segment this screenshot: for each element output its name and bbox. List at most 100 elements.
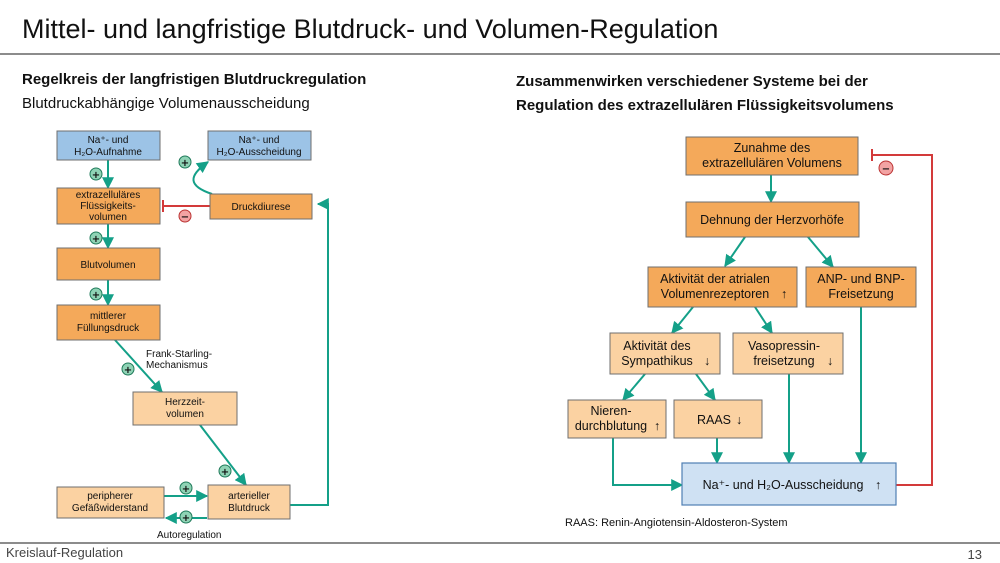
flow-filling-to-cardiac [114,339,163,393]
svg-text:+: + [92,290,100,301]
text-peripheral-resistance-1: peripherer [87,491,133,502]
plus-sign-3: + [89,231,103,245]
box-na-intake [56,130,161,161]
text-na-excretion-1: Na⁺- und [239,135,280,146]
text-raas: RAAS [697,413,731,427]
title-divider [0,53,1000,55]
arrow-up-excretion: ↑ [875,478,881,492]
svg-text:−: − [882,164,890,175]
text-vasopressin-2: freisetzung [753,354,814,368]
plus-sign-8: + [179,510,193,524]
text-autoregulation: Autoregulation [157,530,222,541]
left-heading: Regelkreis der langfristigen Blutdruckre… [22,71,367,88]
footer-divider [0,542,1000,544]
box-ecv [56,187,161,225]
flow-cardiac-to-pressure [199,424,247,486]
svg-text:+: + [182,484,190,495]
box-filling-pressure [56,304,161,341]
box-na-excretion-right [681,462,897,506]
plus-sign-1: + [89,167,103,181]
text-ecv-increase-2: extrazellulären Volumens [702,156,842,170]
text-cardiac-output-1: Herzzeit- [165,397,205,408]
text-blood-volume: Blutvolumen [80,260,135,271]
svg-text:+: + [92,234,100,245]
text-ecv-3: volumen [89,212,127,223]
arrow-up-renal-flow: ↑ [654,419,660,433]
text-atrial-receptors-1: Aktivität der atrialen [660,272,770,286]
box-raas [673,399,763,439]
flow-pressure-to-diuresis [290,198,329,506]
text-na-excretion-2: H₂O-Ausscheidung [216,147,301,158]
text-renal-flow-2: durchblutung [575,419,647,433]
right-regulation-diagram: Zunahme des extrazellulären Volumens Deh… [567,136,933,506]
text-na-excretion-right: Na⁺- und H₂O-Ausscheidung [703,478,864,492]
footer-label: Kreislauf-Regulation [6,545,124,560]
plus-sign-2: + [178,155,192,169]
text-ecv-2: Flüssigkeits- [80,201,136,212]
arrow-down-sympathicus: ↓ [704,354,710,368]
box-atria-stretch [685,201,860,238]
text-frank-starling-1: Frank-Starling- [146,349,212,360]
plus-sign-4: + [89,287,103,301]
svg-text:+: + [92,170,100,181]
minus-sign-right: − [878,160,894,176]
text-anp-bnp-1: ANP- und BNP- [817,272,905,286]
box-ecv-increase [685,136,859,176]
left-subheading: Blutdruckabhängige Volumenausscheidung [22,95,310,112]
svg-text:−: − [181,212,189,223]
left-regulation-diagram: Na⁺- und H₂O-Aufnahme Na⁺- und H₂O-Aussc… [56,130,329,541]
text-atrial-receptors-2: Volumenrezeptoren [661,287,769,301]
text-cardiac-output-2: volumen [166,409,204,420]
text-renal-flow-1: Nieren- [591,404,632,418]
arrow-down-raas: ↓ [736,413,742,427]
right-heading-line1: Zusammenwirken verschiedener Systeme bei… [516,73,868,90]
flow-sympathicus-to-renalflow [622,373,646,401]
text-filling-pressure-1: mittlerer [90,311,127,322]
inhibit-excretion-to-ecv [872,154,933,486]
box-sympathicus [609,332,721,375]
box-atrial-receptors [647,266,798,308]
plus-sign-5: + [121,362,135,376]
svg-text:+: + [221,467,229,478]
page-number: 13 [967,547,982,562]
arrow-up-receptors: ↑ [781,287,787,301]
text-frank-starling-2: Mechanismus [146,360,208,371]
flow-stretch-to-anp [807,236,834,268]
text-na-intake-1: Na⁺- und [88,135,129,146]
text-arterial-pressure-1: arterieller [228,491,270,502]
box-arterial-pressure [207,484,291,520]
text-vasopressin-1: Vasopressin- [748,339,820,353]
text-atria-stretch: Dehnung der Herzvorhöfe [700,213,844,227]
plus-sign-7: + [179,481,193,495]
box-anp-bnp [805,266,917,308]
box-na-excretion [207,130,312,161]
flow-receptors-to-vasopressin [754,306,773,335]
text-ecv-increase-1: Zunahme des [734,141,810,155]
text-filling-pressure-2: Füllungsdruck [77,323,140,334]
minus-sign-left: − [178,209,192,223]
flow-stretch-to-receptors [724,236,746,267]
box-blood-volume [56,247,161,281]
flow-sympathicus-to-raas [695,373,716,401]
box-vasopressin [732,332,844,375]
text-sympathicus-1: Aktivität des [623,339,690,353]
text-arterial-pressure-2: Blutdruck [228,503,271,514]
flow-receptors-to-sympathicus [671,306,694,334]
flow-renalflow-to-excretion [612,438,684,491]
svg-text:+: + [124,365,132,376]
box-renal-flow [567,399,667,439]
text-ecv-1: extrazelluläres [76,190,140,201]
svg-text:+: + [181,158,189,169]
svg-text:+: + [182,513,190,524]
box-cardiac-output [132,391,238,426]
box-pressure-diuresis [209,193,313,220]
flow-diuresis-to-excretion [192,161,213,195]
arrow-down-vasopressin: ↓ [827,354,833,368]
slide-title: Mittel- und langfristige Blutdruck- und … [22,14,719,44]
text-na-intake-2: H₂O-Aufnahme [74,147,142,158]
text-anp-bnp-2: Freisetzung [828,287,893,301]
text-pressure-diuresis: Druckdiurese [232,202,291,213]
text-sympathicus-2: Sympathikus [621,354,693,368]
text-peripheral-resistance-2: Gefäßwiderstand [72,503,148,514]
